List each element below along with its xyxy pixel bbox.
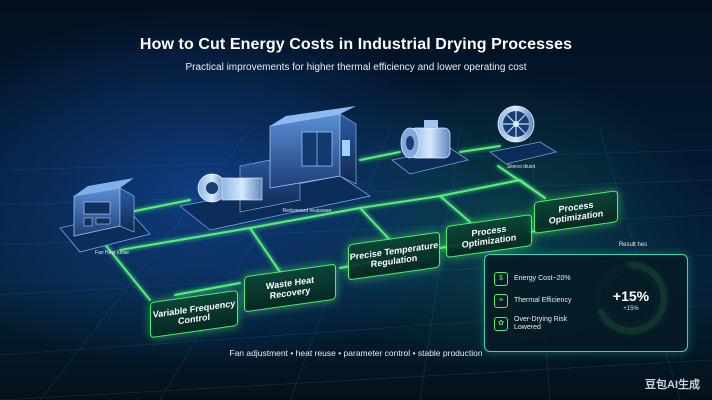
gauge-subvalue: +15%	[623, 306, 639, 312]
control-panel-tag: Fan Heat lunse	[95, 250, 129, 256]
results-title: Result hes	[618, 242, 648, 248]
gauge-value: +15%	[612, 288, 650, 304]
watermark: 豆包AI生成	[645, 379, 700, 391]
metric-over-drying-risk: ✿ Over-Drying Risk Lowered	[494, 316, 584, 332]
dollar-icon: $	[494, 272, 508, 286]
footer-caption: Fan adjustment • heat reuse • parameter …	[229, 348, 483, 358]
metric-label: Over-Drying Risk Lowered	[514, 316, 568, 331]
list-icon: ≡	[494, 294, 508, 308]
dryer-machine	[179, 106, 372, 231]
leaf-icon: ✿	[494, 317, 508, 331]
fan-machine	[489, 105, 558, 165]
results-panel	[484, 254, 688, 352]
metric-label: Thermal Efficiency	[514, 297, 572, 304]
metric-energy-cost: $ Energy Cost−20%	[494, 272, 584, 286]
page-title: How to Cut Energy Costs in Industrial Dr…	[139, 36, 573, 53]
dryer-unit-tag: Reduaward reussoser	[282, 208, 332, 214]
motor-machine	[391, 120, 469, 175]
metric-label: Energy Cost−20%	[514, 275, 571, 282]
metric-thermal-efficiency: ≡ Thermal Efficiency	[494, 294, 584, 308]
page-subtitle: Practical improvements for higher therma…	[185, 62, 527, 73]
fan-unit-tag: Sitensi diuiot	[506, 164, 536, 170]
control-panel-machine	[59, 178, 151, 253]
